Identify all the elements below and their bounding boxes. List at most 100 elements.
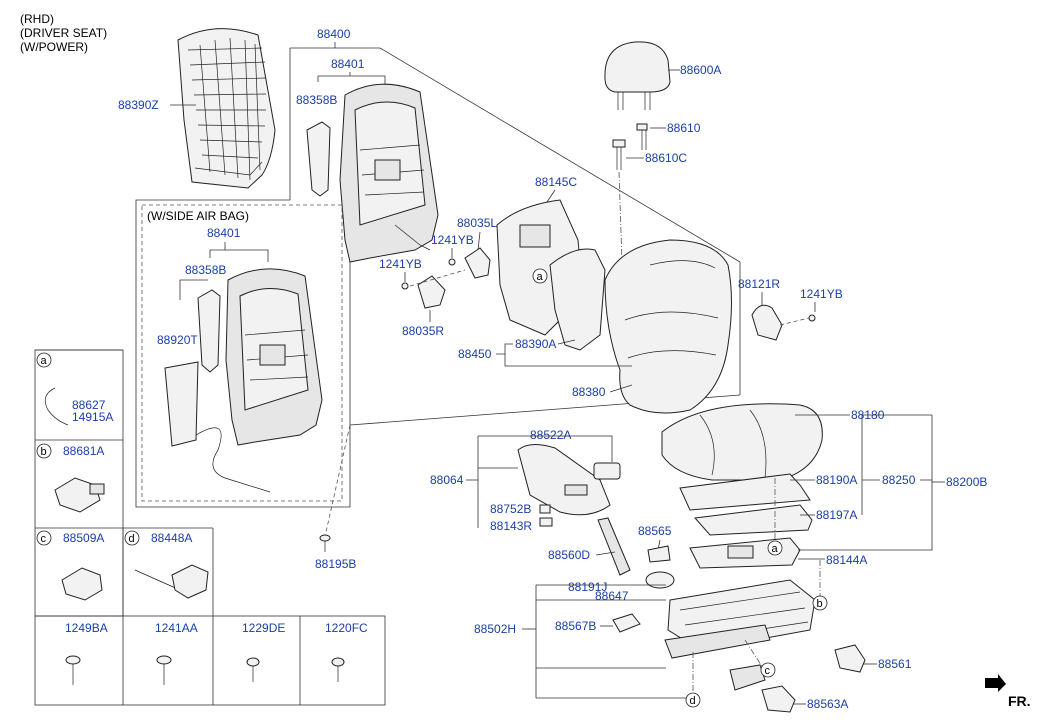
label-88610: 88610 (667, 121, 701, 135)
headrest-88600a (604, 41, 671, 110)
bolt-88195b (319, 534, 331, 552)
cable-88560d (597, 517, 631, 576)
knob-88647 (645, 571, 675, 589)
legend-screw-1: 1249BA (65, 621, 108, 635)
label-88752b: 88752B (490, 502, 531, 516)
legend-b-circle (36, 443, 52, 459)
pad-88190a (679, 473, 811, 511)
label-88561: 88561 (878, 657, 912, 671)
legend-a-letter: a (41, 355, 48, 367)
label-88145c: 88145C (535, 175, 577, 189)
motor-icon-c (61, 567, 103, 601)
label-88035r: 88035R (402, 324, 444, 338)
label-88197a: 88197A (816, 508, 857, 522)
label-88064: 88064 (430, 473, 464, 487)
label-88400: 88400 (317, 27, 351, 41)
legend-screw-4: 1220FC (325, 621, 368, 635)
bolt-1241yb-c (808, 314, 816, 322)
label-88522a: 88522A (530, 428, 571, 442)
seat-track-88502h (664, 579, 816, 691)
cover-88563a (761, 685, 796, 713)
mat-88144a (689, 537, 801, 569)
callout-a-back-letter: a (537, 271, 544, 283)
label-88190a: 88190A (816, 473, 857, 487)
label-88144a: 88144A (826, 553, 867, 567)
seatback-frame-airbag (164, 268, 323, 493)
label-88560d: 88560D (548, 548, 590, 562)
header-driver-seat: (DRIVER SEAT) (20, 26, 107, 40)
label-88358b: 88358B (296, 93, 337, 107)
bracket-88035r (417, 275, 446, 309)
label-88390z: 88390Z (118, 98, 159, 112)
label-88450: 88450 (458, 347, 492, 361)
label-88610c: 88610C (645, 151, 687, 165)
callout-a-seat (767, 540, 783, 556)
header-rhd: (RHD) (20, 12, 54, 26)
label-88920t: 88920T (157, 333, 198, 347)
label-1241yb-b: 1241YB (379, 257, 422, 271)
pad-88197a (693, 504, 813, 536)
legend-d-circle (124, 530, 140, 546)
front-direction-label: FR. (1008, 693, 1031, 709)
clip-88565 (647, 545, 671, 563)
side-shield-88064 (517, 444, 611, 516)
legend-c-part: 88509A (63, 531, 104, 545)
label-88647: 88647 (595, 589, 629, 603)
wire-clip-icon (44, 387, 69, 426)
seat-cushion-88180 (661, 403, 823, 481)
callout-b (812, 595, 828, 611)
legend-screw-2: 1241AA (155, 621, 198, 635)
cover-88561 (834, 644, 866, 673)
label-88191j: 88191J (568, 580, 607, 594)
label-88121r: 88121R (738, 277, 780, 291)
motor-icon-d (134, 564, 209, 599)
callout-d (685, 692, 701, 708)
headrest-guide-88610 (636, 123, 648, 150)
callout-a-seat-letter: a (772, 543, 779, 555)
label-88600a: 88600A (680, 63, 721, 77)
bolt-1241yb-a (448, 258, 456, 266)
label-88200b: 88200B (946, 475, 987, 489)
label-1241yb-a: 1241YB (431, 233, 474, 247)
bracket-88035l (464, 247, 491, 279)
label-88035l: 88035L (457, 216, 497, 230)
airbag-box-title: (W/SIDE AIR BAG) (147, 209, 249, 223)
label-88195b: 88195B (315, 557, 356, 571)
screw-icon-3 (246, 657, 260, 682)
callout-c-letter: c (765, 665, 771, 677)
bolt-1241yb-b (401, 282, 409, 290)
label-88401: 88401 (331, 57, 365, 71)
legend-a-part-2: 14915A (72, 410, 113, 424)
label-88390a: 88390A (515, 337, 556, 351)
callout-d-letter: d (690, 695, 696, 707)
legend-a-part-1: 88627 (72, 398, 106, 412)
cap-88752b (539, 504, 551, 514)
label-88567b: 88567B (555, 619, 596, 633)
cap-88143r (539, 517, 553, 527)
screw-icon-1 (65, 655, 81, 685)
label-1241yb-c: 1241YB (800, 287, 843, 301)
callout-b-letter: b (817, 598, 823, 610)
legend-panels (34, 349, 386, 706)
headrest-guide-88610c (612, 139, 626, 170)
label-88250: 88250 (882, 473, 916, 487)
header-power: (W/POWER) (20, 40, 88, 54)
seatback-cushion-88380 (604, 239, 732, 414)
legend-d-letter: d (129, 533, 135, 545)
label-88380: 88380 (572, 385, 606, 399)
screw-icon-2 (156, 655, 172, 685)
label-88358b-airbag: 88358B (185, 263, 226, 277)
pad-88390a (549, 248, 606, 351)
callout-a-back (532, 268, 548, 284)
label-88143r: 88143R (490, 519, 532, 533)
legend-screw-3: 1229DE (242, 621, 285, 635)
back-panel-88390z (177, 28, 276, 189)
callout-c (760, 662, 776, 678)
cover-88121r (751, 304, 783, 341)
cover-88567b (612, 613, 641, 633)
motor-icon-b (54, 477, 105, 513)
label-88563a: 88563A (807, 697, 848, 711)
legend-b-part: 88681A (63, 444, 104, 458)
label-88502h: 88502H (474, 622, 516, 636)
